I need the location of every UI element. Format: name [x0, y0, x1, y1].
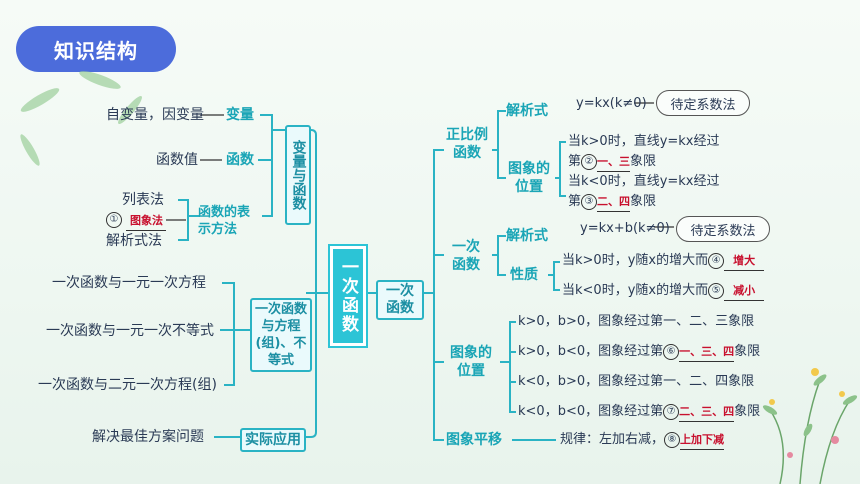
answer-zb2: 一、三 — [597, 153, 631, 172]
num-8: ⑧ — [664, 431, 681, 448]
wz-line3: k<0，b>0，图象经过第一、二、四象限 — [518, 374, 755, 389]
num-1: ① — [106, 212, 122, 228]
label-liebiaofa: 列表法 — [122, 192, 164, 208]
num-3: ③ — [581, 193, 598, 210]
node-fangcheng-group: 一次函数与方程(组)、不等式 — [250, 298, 312, 372]
label-bianliang: 变量 — [226, 107, 254, 123]
num-2: ② — [581, 153, 598, 170]
label-item3: 一次函数与二元一次方程(组) — [38, 377, 217, 393]
answer-xz2: 减小 — [724, 282, 765, 301]
oval-daidingxishu1: 待定系数法 — [656, 90, 750, 116]
label-yici: 一次函数 — [452, 239, 480, 273]
oval-daidingxishu2: 待定系数法 — [676, 216, 770, 242]
label-zibianliang: 自变量，因变量 — [106, 107, 204, 123]
answer-wz2: 一、三、四 — [679, 343, 735, 362]
num-6: ⑥ — [663, 343, 680, 360]
answer-tuxiangfa: 图象法 — [126, 212, 167, 231]
answer-zb3: 二、四 — [597, 193, 631, 212]
center-title: 一次函数 — [338, 258, 358, 334]
num-7: ⑦ — [663, 403, 680, 420]
wz-line1: k>0，b>0，图象经过第一、二、三象限 — [518, 314, 755, 329]
label-item1: 一次函数与一元一次方程 — [52, 275, 206, 291]
node-shiji: 实际应用 — [240, 428, 306, 452]
answer-guilv: 上加下减 — [680, 431, 725, 450]
center-node: 一次函数 — [328, 244, 368, 348]
label-zhengbili: 正比例函数 — [446, 127, 488, 161]
label-zuijia: 解决最佳方案问题 — [92, 429, 204, 445]
label-tuxiangfa: ① 图象法 — [106, 211, 167, 231]
label-xingzhi: 性质 — [510, 267, 538, 283]
zb-line1: 当k>0时，直线y=kx经过 — [568, 134, 720, 149]
num-4: ④ — [708, 252, 725, 269]
label-tuxiangde: 图象的位置 — [508, 161, 550, 195]
section-tag: 知识结构 — [16, 26, 176, 72]
label-weizhi: 图象的位置 — [450, 345, 492, 379]
label-hanshuzhi: 函数值 — [156, 152, 198, 168]
label-hanshu: 函数 — [226, 152, 254, 168]
num-5: ⑤ — [708, 282, 725, 299]
answer-xz1: 增大 — [724, 252, 765, 271]
label-jiexishifa: 解析式法 — [106, 233, 162, 249]
label-item2: 一次函数与一元一次不等式 — [46, 323, 214, 339]
zb-line3: 当k<0时，直线y=kx经过 — [568, 174, 720, 189]
label-pingyi: 图象平移 — [446, 432, 502, 448]
label-biaoshifangfa: 函数的表示方法 — [198, 205, 251, 237]
formula1: y=kx(k≠0) — [576, 96, 647, 111]
answer-wz4: 二、三、四 — [679, 403, 735, 422]
label-jiexishi1: 解析式 — [506, 103, 548, 119]
node-yicihanshu: 一次函数 — [376, 280, 424, 320]
formula2: y=kx+b(k≠0) — [580, 221, 670, 236]
node-bianliang-group: 变量与函数 — [285, 125, 311, 225]
label-jiexishi2: 解析式 — [506, 228, 548, 244]
